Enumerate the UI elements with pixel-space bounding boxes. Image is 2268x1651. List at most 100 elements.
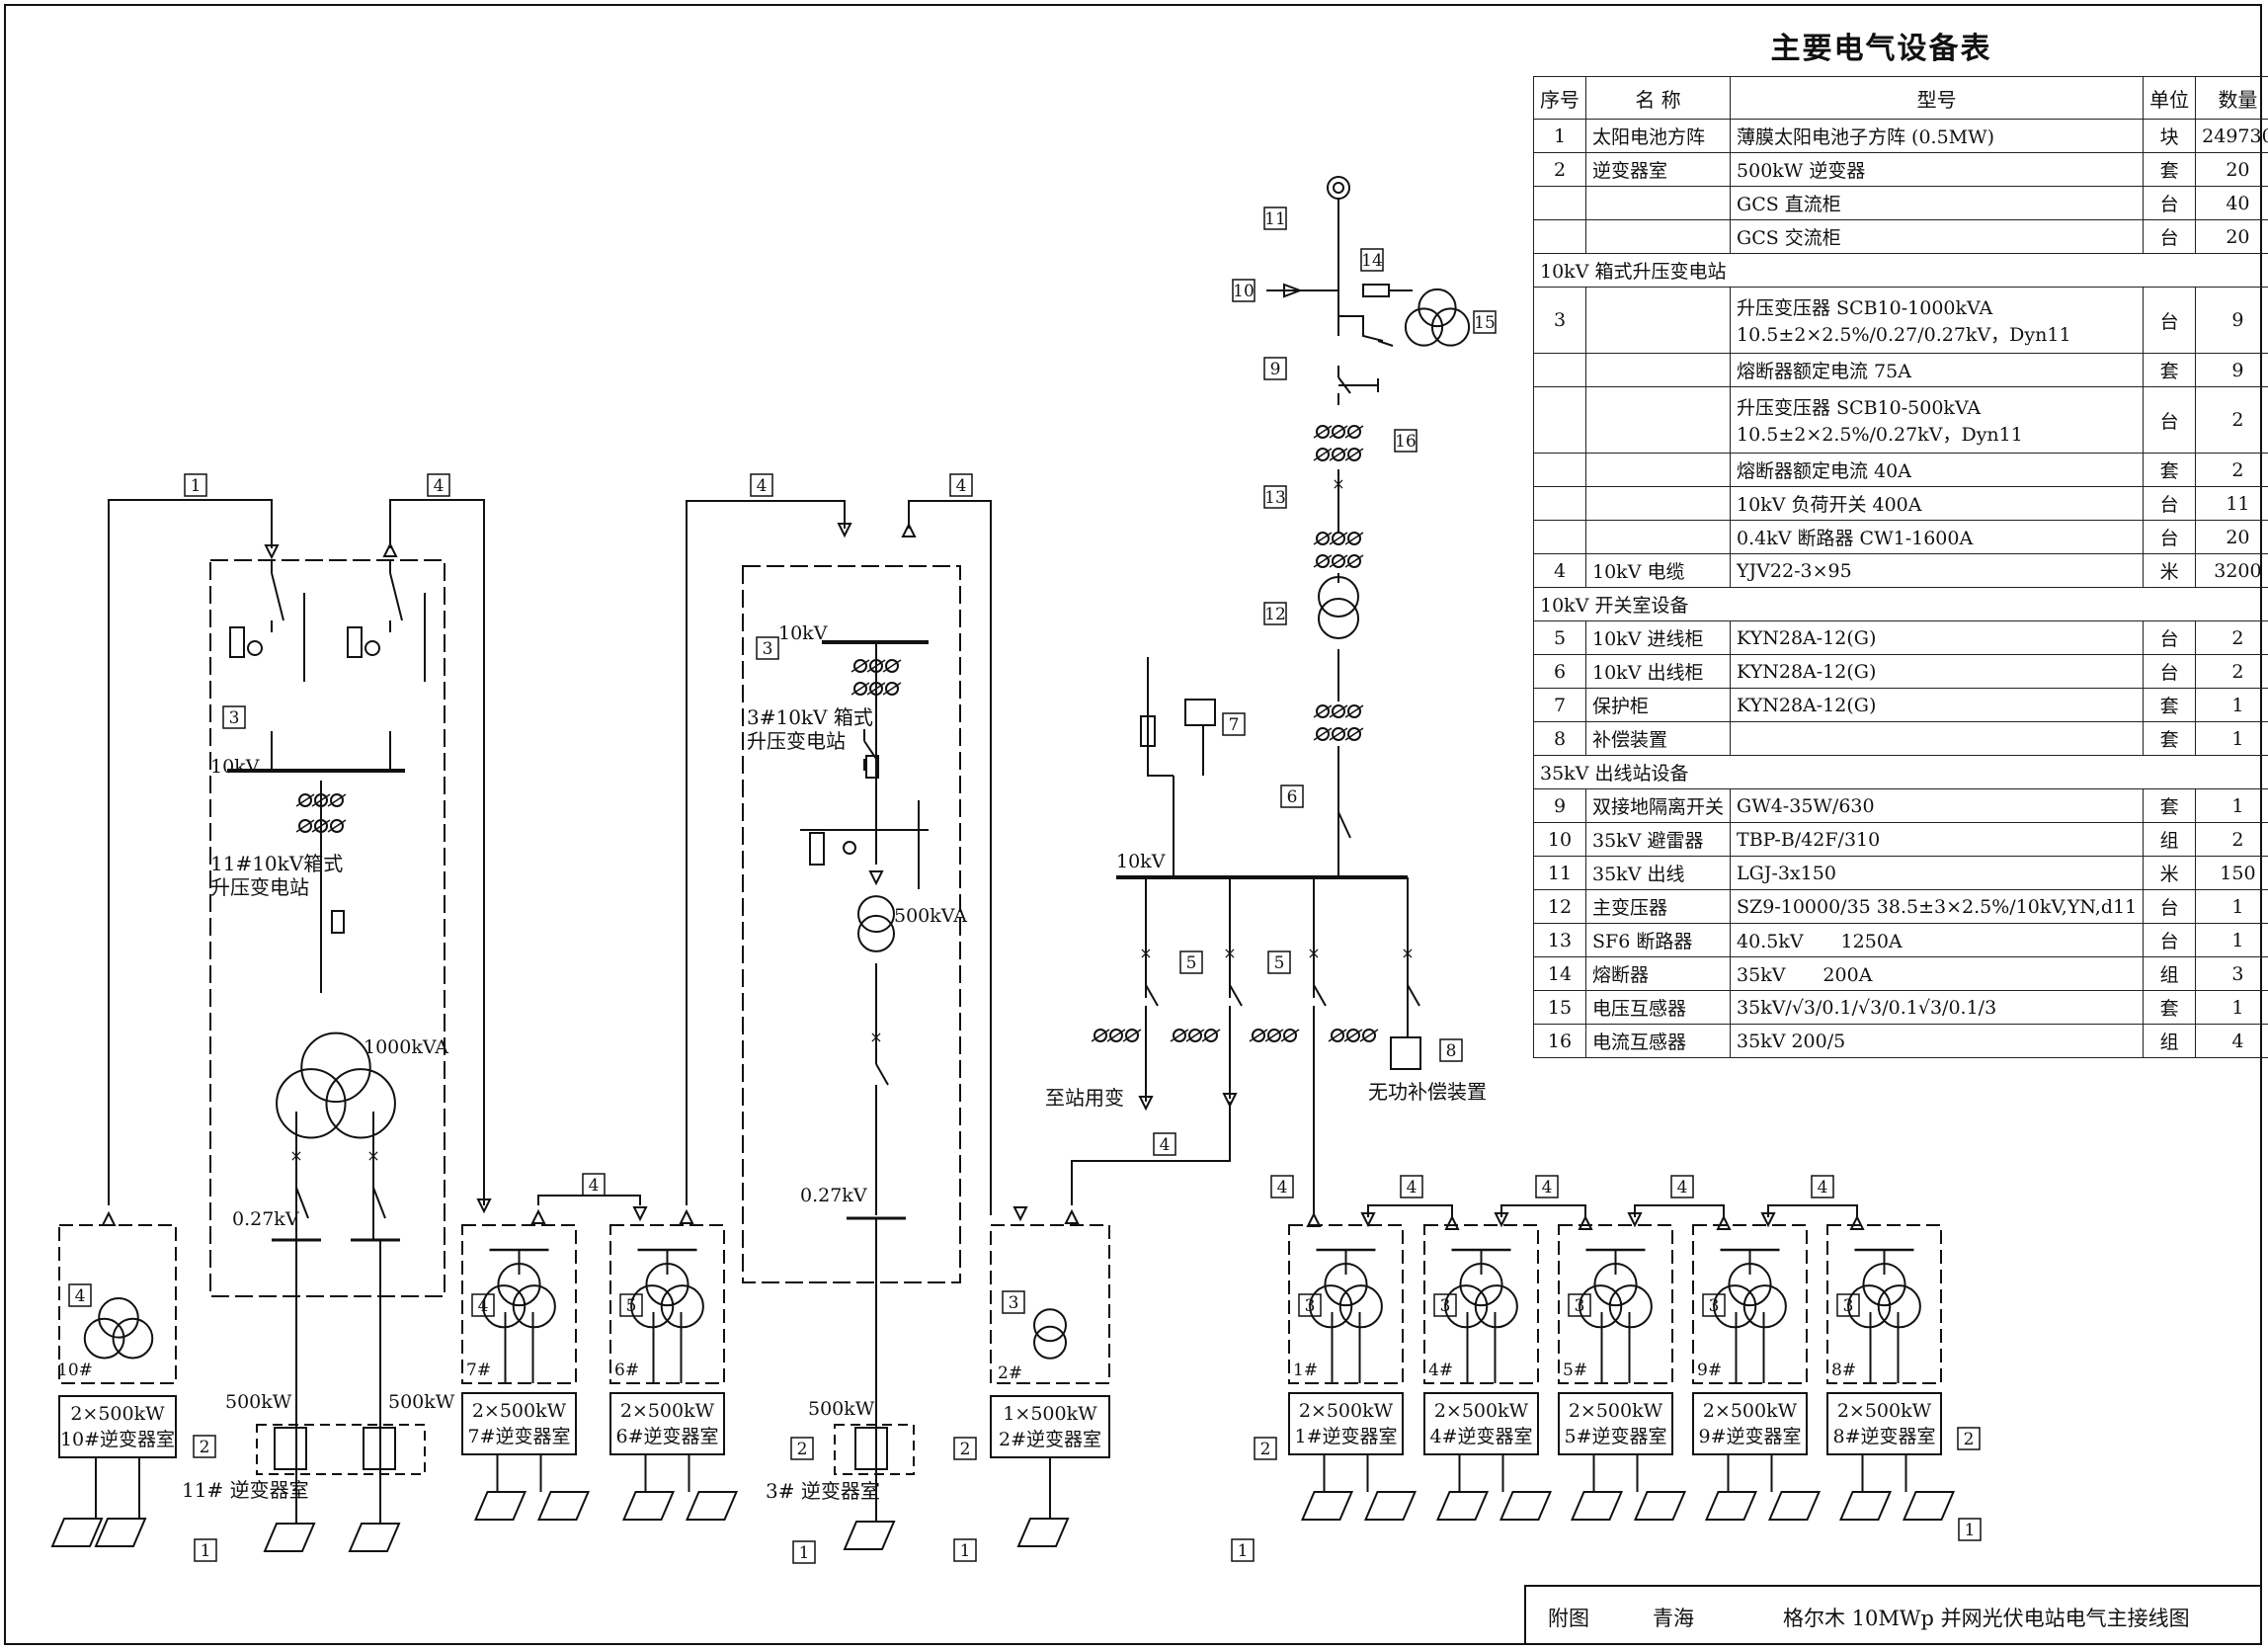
table-cell-name — [1584, 186, 1732, 220]
wire — [1147, 657, 1174, 777]
callout-number: 13 — [1264, 488, 1286, 508]
table-cell-unit: 台 — [2143, 287, 2197, 354]
protection-unit — [1184, 699, 1216, 726]
cable — [537, 1195, 641, 1205]
arrow-up — [101, 1210, 117, 1226]
wire — [875, 1063, 889, 1086]
callout-tag — [1002, 1290, 1025, 1314]
station-id: 8# — [1831, 1361, 1856, 1380]
indicator — [843, 841, 856, 855]
arrow-up — [901, 522, 917, 537]
fuse — [865, 755, 879, 779]
breaker-mark: × — [1307, 944, 1320, 962]
table-cell-unit: 套 — [2143, 688, 2197, 722]
inverter-symbol — [274, 1427, 307, 1470]
breaker-mark: × — [289, 1146, 302, 1165]
transformer-winding — [1593, 1263, 1638, 1307]
callout-number: 4 — [589, 1176, 600, 1196]
inverter-symbol — [363, 1427, 396, 1470]
transformer-winding — [857, 895, 895, 934]
table-cell-unit: 米 — [2143, 553, 2197, 588]
cable — [1767, 1204, 1858, 1217]
table-cell-name: 电流互感器 — [1584, 1024, 1732, 1058]
callout-number: 2 — [1964, 1430, 1975, 1449]
callout-number: 4 — [75, 1286, 86, 1306]
callout-tag — [1473, 310, 1497, 334]
title-block: 附图 青海 格尔木 10MWp 并网光伏电站电气主接线图 — [1524, 1585, 2262, 1645]
breaker-mark: × — [1401, 944, 1414, 962]
callout-number: 5 — [1274, 953, 1285, 973]
table-cell-name: SF6 断路器 — [1584, 923, 1732, 957]
table-cell-model: GW4-35W/630 — [1730, 788, 2145, 823]
callout-number: 3 — [763, 639, 773, 659]
callout-number: 1 — [1965, 1521, 1976, 1540]
ct-core — [1347, 554, 1361, 568]
station-id: 1# — [1293, 1361, 1318, 1380]
callout-tag — [756, 636, 779, 660]
transformer-winding — [1318, 598, 1359, 639]
transformer-winding — [300, 1032, 371, 1104]
table-cell-name — [1584, 453, 1732, 487]
breaker-mark: × — [1139, 944, 1152, 962]
table-cell-no: 5 — [1533, 620, 1586, 655]
callout-number: 2 — [960, 1440, 971, 1459]
callout-number: 2 — [797, 1440, 808, 1459]
callout-tag — [1267, 950, 1291, 974]
wire — [1145, 984, 1159, 1007]
table-cell-qty: 20 — [2195, 219, 2268, 254]
callout-tag — [1400, 1175, 1423, 1198]
callout-tag — [792, 1540, 816, 1564]
callout-tag — [1232, 279, 1256, 302]
arrow-down — [1627, 1212, 1643, 1228]
wire — [1343, 1029, 1363, 1042]
transformer-winding — [1728, 1263, 1772, 1307]
callout-number: 10 — [1233, 282, 1255, 301]
ct-core — [1283, 1029, 1297, 1042]
arrow-down — [1222, 1093, 1238, 1109]
cable — [1634, 1204, 1725, 1217]
ct-core — [1316, 532, 1330, 545]
table-cell-unit: 台 — [2143, 889, 2197, 924]
callout-tag — [1360, 248, 1384, 272]
station-3-box — [742, 565, 961, 1283]
room-capacity: 2×500kW — [1569, 1400, 1663, 1422]
table-cell-model: KYN28A-12(G) — [1730, 688, 2145, 722]
room-name: 2#逆变器室 — [999, 1429, 1101, 1450]
wire — [1170, 1029, 1189, 1042]
title-block-region: 青海 — [1653, 1607, 1694, 1630]
cable — [389, 499, 485, 1205]
label-027kv: 0.27kV — [800, 1185, 867, 1206]
ct-core — [298, 819, 312, 833]
callout-tag — [1179, 950, 1203, 974]
wire — [1122, 1029, 1142, 1042]
callout-tag — [1433, 1293, 1457, 1317]
ct-core — [1267, 1029, 1281, 1042]
callout-number: 3 — [1009, 1293, 1019, 1313]
compensation-device — [1390, 1036, 1421, 1070]
callout-tag — [619, 1293, 643, 1317]
table-cell-unit: 套 — [2143, 990, 2197, 1025]
arrow-down — [264, 544, 280, 560]
wire — [882, 659, 902, 673]
arrow-up — [1849, 1214, 1865, 1230]
callout-tag — [68, 1283, 92, 1307]
ct-core — [1331, 1029, 1344, 1042]
callout-number: 9 — [1270, 360, 1281, 379]
cable — [687, 500, 846, 529]
wire — [295, 819, 315, 833]
inverter-room — [58, 1395, 177, 1458]
wire — [1249, 1029, 1268, 1042]
wire — [1329, 448, 1348, 461]
table-cell-unit: 台 — [2143, 620, 2197, 655]
station-box — [1558, 1224, 1673, 1384]
transformer-winding — [1877, 1284, 1921, 1329]
transformer-winding — [1404, 307, 1444, 347]
table-cell-model: 10kV 负荷开关 400A — [1730, 486, 2145, 521]
inverter-room-11 — [256, 1424, 426, 1475]
ct-core — [330, 819, 344, 833]
table-cell-no: 9 — [1533, 788, 1586, 823]
